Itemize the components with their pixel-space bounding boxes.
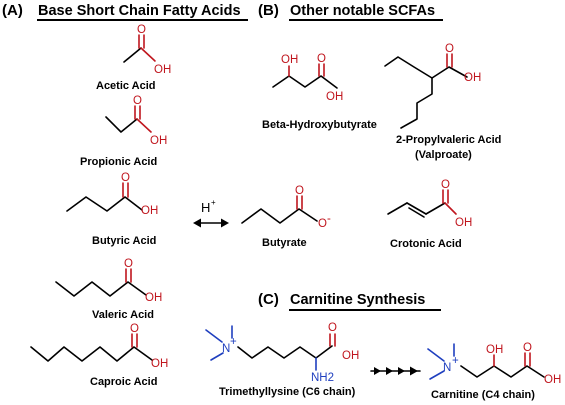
- acetic-acid-structure: O OH Acetic Acid: [96, 24, 171, 92]
- proton-plus-label: +: [211, 198, 216, 207]
- butyric-acid-structure: O OH Butyric Acid: [66, 172, 158, 247]
- panel-c-letter: (C): [258, 291, 279, 308]
- carnitine-structure: N + OH O OH Carnitine (C4 chain): [427, 342, 561, 401]
- caproic-oh-label: OH: [151, 358, 168, 370]
- butyrate-o-label: O: [295, 185, 304, 197]
- valproic-oh-label: OH: [464, 72, 481, 84]
- butyric-o-label: O: [121, 172, 130, 184]
- tml-oh-label: OH: [342, 350, 359, 362]
- panel-c-heading: (C) Carnitine Synthesis: [258, 291, 441, 311]
- panel-b-letter: (B): [258, 2, 279, 19]
- tml-plus-label: +: [230, 336, 237, 348]
- beta-hydroxybutyrate-structure: OH O OH Beta-Hydroxybutyrate: [262, 53, 377, 131]
- butyric-oh-label: OH: [141, 205, 158, 217]
- carnitine-oh-top-label: OH: [486, 344, 503, 356]
- bhb-o-label: O: [317, 53, 326, 65]
- propionic-o-label: O: [133, 95, 142, 107]
- valproic-o-label: O: [445, 43, 454, 55]
- carnitine-label: Carnitine (C4 chain): [431, 389, 535, 401]
- tml-n-label: N: [222, 343, 230, 355]
- butyrate-label: Butyrate: [262, 237, 307, 249]
- bhb-label: Beta-Hydroxybutyrate: [262, 119, 377, 131]
- trimethyllysine-label: Trimethyllysine (C6 chain): [219, 386, 356, 398]
- caproic-acid-structure: O OH Caproic Acid: [30, 323, 168, 388]
- caproic-o-label: O: [130, 323, 139, 335]
- tml-nh2-label: NH2: [311, 372, 334, 384]
- butyric-acid-label: Butyric Acid: [92, 235, 156, 247]
- propionic-acid-structure: O OH Propionic Acid: [80, 95, 167, 168]
- crotonic-acid-structure: O OH Crotonic Acid: [387, 179, 472, 250]
- valeric-o-label: O: [124, 258, 133, 270]
- multistep-synthesis-arrow: [370, 366, 421, 376]
- panel-a-letter: (A): [2, 2, 23, 19]
- carnitine-plus-label: +: [452, 355, 459, 367]
- crotonic-o-label: O: [441, 179, 450, 191]
- acetic-oh-label: OH: [154, 64, 171, 76]
- valproic-acid-structure: O OH 2-Propylvaleric Acid (Valproate): [384, 43, 501, 161]
- bhb-oh-label: OH: [326, 91, 343, 103]
- propionic-oh-label: OH: [150, 135, 167, 147]
- bhb-oh-top-label: OH: [281, 54, 298, 66]
- valproic-name-label: 2-Propylvaleric Acid: [396, 134, 501, 146]
- valeric-acid-label: Valeric Acid: [92, 309, 154, 321]
- panel-c-title: Carnitine Synthesis: [290, 292, 425, 308]
- carnitine-n-label: N: [443, 362, 451, 374]
- tml-o-label: O: [328, 322, 337, 334]
- panel-b-heading: (B) Other notable SCFAs: [258, 2, 443, 21]
- crotonic-acid-label: Crotonic Acid: [390, 238, 462, 250]
- butyrate-minus-label: -: [327, 213, 331, 225]
- propionic-acid-label: Propionic Acid: [80, 156, 157, 168]
- protonation-equilibrium-arrow: H +: [193, 198, 229, 228]
- butyrate-structure: O O - Butyrate: [241, 185, 331, 249]
- caproic-acid-label: Caproic Acid: [90, 376, 157, 388]
- valeric-oh-label: OH: [145, 292, 162, 304]
- acetic-acid-label: Acetic Acid: [96, 80, 156, 92]
- butyrate-o-minus-label: O: [318, 218, 327, 230]
- valeric-acid-structure: O OH Valeric Acid: [55, 258, 162, 321]
- panel-b-title: Other notable SCFAs: [290, 3, 435, 19]
- trimethyllysine-structure: N + NH2 O OH Trimethyllysine (C6 chain): [205, 322, 359, 398]
- carnitine-o-label: O: [523, 342, 532, 354]
- panel-a-title: Base Short Chain Fatty Acids: [38, 3, 241, 19]
- carnitine-oh-label: OH: [544, 374, 561, 386]
- valproate-label: (Valproate): [415, 149, 472, 161]
- crotonic-oh-label: OH: [455, 217, 472, 229]
- acetic-o-label: O: [137, 24, 146, 36]
- proton-h-label: H: [201, 200, 210, 215]
- panel-a-heading: (A) Base Short Chain Fatty Acids: [2, 2, 248, 21]
